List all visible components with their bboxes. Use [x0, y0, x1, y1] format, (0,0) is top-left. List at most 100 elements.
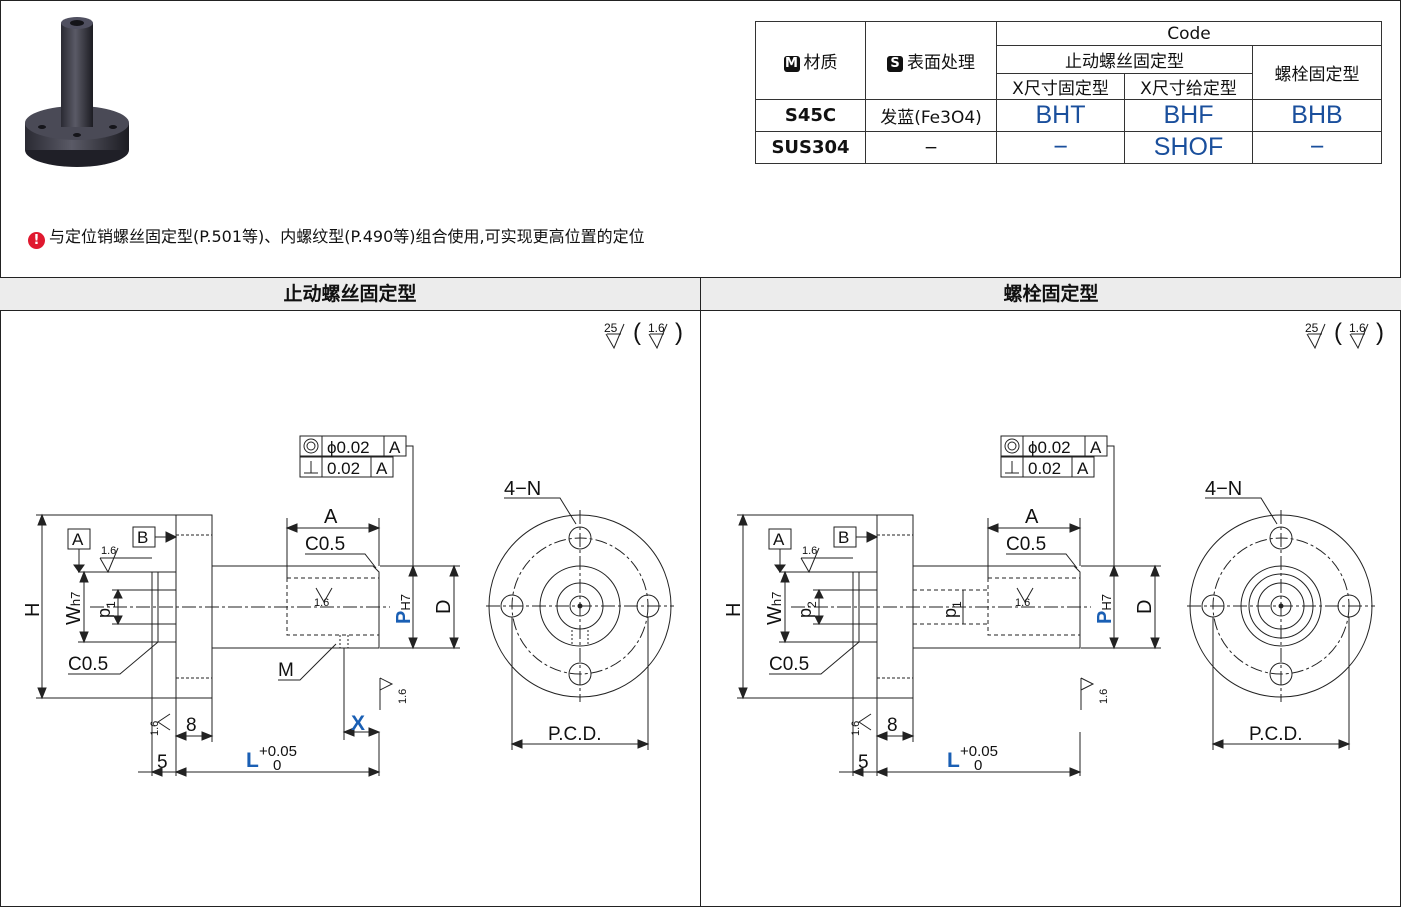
drawing-label-datum-a: A [72, 530, 84, 549]
note-text: 与定位销螺丝固定型(P.501等)、内螺纹型(P.490等)组合使用,可实现更高… [49, 227, 645, 246]
drawing-label-Llow: 0 [974, 757, 982, 774]
roughness-symbol: 25 ( 1.6 ) [1305, 319, 1384, 350]
drawing-label-8: 8 [186, 715, 197, 736]
code-cell: − [996, 131, 1125, 164]
section-title-stop-screw: 止动螺丝固定型 [0, 277, 700, 311]
technical-drawing-svg: 25 ( 1.6 ) ϕ0.02 A 0.02 A [22, 319, 683, 777]
surface-header: 表面处理 [907, 53, 975, 73]
x-specified-header: X尺寸给定型 [1124, 73, 1253, 100]
drawing-label-A: A [1025, 506, 1039, 528]
drawing-stop-screw: 25 ( 1.6 ) ϕ0.02 A 0.02 A [0, 310, 700, 905]
svg-text:p1: p1 [94, 601, 118, 618]
surface-cell: − [865, 131, 997, 164]
drawing-label-rough-paren: 1.6 [1349, 321, 1366, 335]
svg-text:Wh7: Wh7 [764, 592, 786, 625]
surface-badge: S [887, 56, 903, 72]
drawing-label-rough-small: 1.6 [101, 545, 116, 557]
drawing-label-rough-small: 1.6 [1015, 597, 1030, 609]
svg-text:p2: p2 [795, 601, 819, 618]
drawing-label-rough-main: 25 [1305, 321, 1319, 335]
drawing-label-psub: 2 [805, 601, 819, 608]
table-row: SUS304 − − SHOF − [755, 131, 1382, 164]
code-cell: SHOF [1124, 131, 1253, 164]
drawing-label-W: W [764, 606, 786, 625]
drawing-label-chamfer: C0.5 [68, 654, 108, 675]
front-view: 4−N P.C.D. [1187, 478, 1375, 750]
product-photo [25, 17, 129, 167]
drawing-label-W: W [63, 606, 85, 625]
code-cell: − [1252, 131, 1382, 164]
material-cell: S45C [755, 99, 866, 132]
drawing-label-5: 5 [858, 752, 869, 773]
svg-text:PH7: PH7 [393, 594, 415, 624]
code-cell: BHF [1124, 99, 1253, 132]
drawing-label-datum-b: B [838, 528, 849, 547]
stop-screw-header: 止动螺丝固定型 [996, 45, 1253, 74]
drawing-label-tol-conc: ϕ0.02 [327, 438, 370, 457]
drawing-label-Wtol: h7 [68, 592, 83, 606]
drawing-label-A: A [324, 506, 338, 528]
svg-text:): ) [1376, 319, 1384, 346]
svg-text:PH7: PH7 [1094, 594, 1116, 624]
drawing-label-D: D [1134, 600, 1156, 614]
drawing-label-datum-a: A [376, 459, 388, 478]
drawing-label-H: H [723, 603, 745, 617]
drawing-label-P: P [393, 611, 415, 624]
bolt-header: 螺栓固定型 [1252, 45, 1382, 100]
drawing-label-rough-small: 1.6 [850, 721, 862, 736]
svg-text:): ) [675, 319, 683, 346]
roughness-symbol: 25 ( 1.6 ) [604, 319, 683, 350]
drawing-label-holes: 4−N [1205, 478, 1242, 500]
drawing-label-P: P [1094, 611, 1116, 624]
drawing-label-L: L [246, 749, 259, 772]
drawing-label-p: p [795, 608, 815, 618]
drawing-label-datum-a: A [773, 530, 785, 549]
drawing-label-rough-paren: 1.6 [648, 321, 665, 335]
drawing-label-rough-main: 25 [604, 321, 618, 335]
drawing-label-chamfer: C0.5 [305, 534, 345, 555]
drawing-label-Wtol: h7 [769, 592, 784, 606]
drawing-label-rough-small: 1.6 [802, 545, 817, 557]
drawing-label-rough-small: 1.6 [314, 597, 329, 609]
drawing-label-datum-a: A [389, 438, 401, 457]
svg-text:(: ( [633, 319, 641, 346]
drawing-label-M: M [278, 660, 294, 681]
drawing-label-rough-small: 1.6 [1098, 689, 1110, 704]
drawing-label-tol-perp: 0.02 [327, 459, 360, 478]
drawing-label-Llow: 0 [273, 757, 281, 774]
technical-drawing-svg: 25 ( 1.6 ) ϕ0.02 A 0.02 A [723, 319, 1384, 777]
code-cell: BHB [1252, 99, 1382, 132]
drawing-label-H: H [22, 603, 44, 617]
drawing-label-5: 5 [157, 752, 168, 773]
section-divider [700, 277, 701, 907]
drawing-label-L: L [947, 749, 960, 772]
drawing-label-holes: 4−N [504, 478, 541, 500]
front-view: 4−N P.C.D. [486, 478, 674, 750]
side-view: 1.6 H Wh7 p1 A B [22, 506, 460, 777]
drawing-label-datum-a: A [1090, 438, 1102, 457]
drawing-label-p: p [94, 608, 114, 618]
drawing-label-p1: p1 [940, 601, 964, 618]
drawing-label-Lup: +0.05 [259, 743, 297, 760]
drawing-label-chamfer: C0.5 [1006, 534, 1046, 555]
drawing-label-X: X [351, 712, 365, 735]
drawing-bolt: 25 ( 1.6 ) ϕ0.02 A 0.02 A [701, 310, 1401, 905]
svg-text:(: ( [1334, 319, 1342, 346]
exclamation-icon: ! [28, 232, 45, 249]
code-header: Code [996, 21, 1382, 46]
drawing-label-tol-conc: ϕ0.02 [1028, 438, 1071, 457]
drawing-label-pcd: P.C.D. [1249, 724, 1303, 745]
usage-note: !与定位销螺丝固定型(P.501等)、内螺纹型(P.490等)组合使用,可实现更… [28, 227, 645, 249]
surface-cell: 发蓝(Fe3O4) [865, 99, 997, 132]
drawing-label-tol-perp: 0.02 [1028, 459, 1061, 478]
material-badge: M [783, 56, 800, 72]
x-fixed-header: X尺寸固定型 [996, 73, 1125, 100]
side-view: 1.6 H Wh7 p2 A B [723, 506, 1161, 777]
drawing-label-datum-b: B [137, 528, 148, 547]
svg-text:Wh7: Wh7 [63, 592, 85, 625]
drawing-label-rough-small: 1.6 [397, 689, 409, 704]
drawing-label-psub: 1 [104, 601, 118, 608]
material-cell: SUS304 [755, 131, 866, 164]
